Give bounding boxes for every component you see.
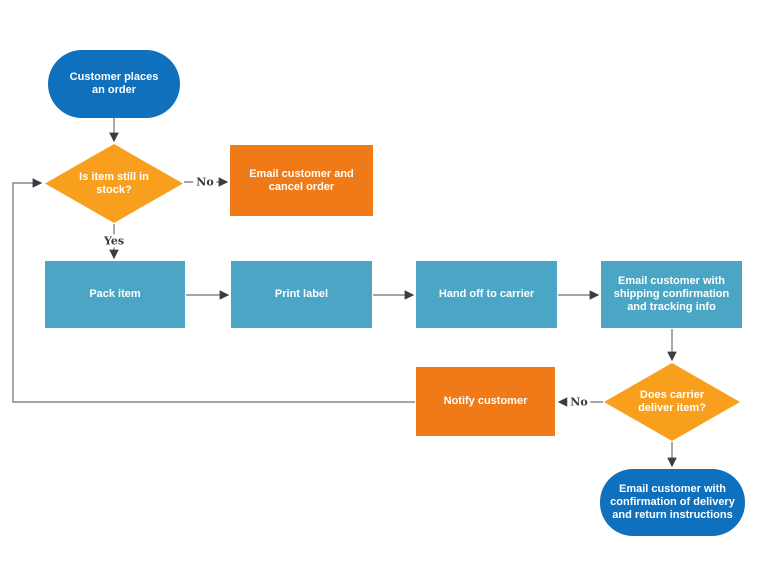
start-terminator-customer-places-order: Customer places an order: [48, 50, 180, 118]
node-label: Does carrier deliver item?: [638, 389, 706, 414]
end-terminator-delivery-confirmation-email: Email customer with confirmation of deli…: [600, 469, 745, 536]
edge-label-no: No: [567, 395, 591, 409]
process-box-print-label: Print label: [231, 261, 372, 328]
node-label: Customer places an order: [69, 71, 159, 96]
node-label: Email customer and cancel order: [249, 167, 354, 193]
process-box-shipping-confirmation-email: Email customer with shipping confirmatio…: [601, 261, 742, 328]
process-box-pack-item: Pack item: [45, 261, 185, 328]
edge-label-no: No: [193, 175, 217, 189]
node-label: Pack item: [89, 288, 141, 300]
node-label: Is item still in stock?: [79, 170, 149, 196]
edge-notify-loop-to-stock-decision: [12, 178, 415, 403]
edge-label-yes: Yes: [100, 234, 128, 248]
process-box-email-cancel-order: Email customer and cancel order: [230, 145, 373, 216]
node-label: Hand off to carrier: [438, 288, 535, 300]
process-box-hand-off-to-carrier: Hand off to carrier: [416, 261, 557, 328]
node-label: Email customer with confirmation of deli…: [610, 483, 735, 521]
node-label: Print label: [274, 288, 329, 300]
process-box-notify-customer: Notify customer: [416, 367, 555, 436]
node-label: Notify customer: [443, 395, 528, 407]
node-label: Email customer with shipping confirmatio…: [613, 275, 730, 313]
